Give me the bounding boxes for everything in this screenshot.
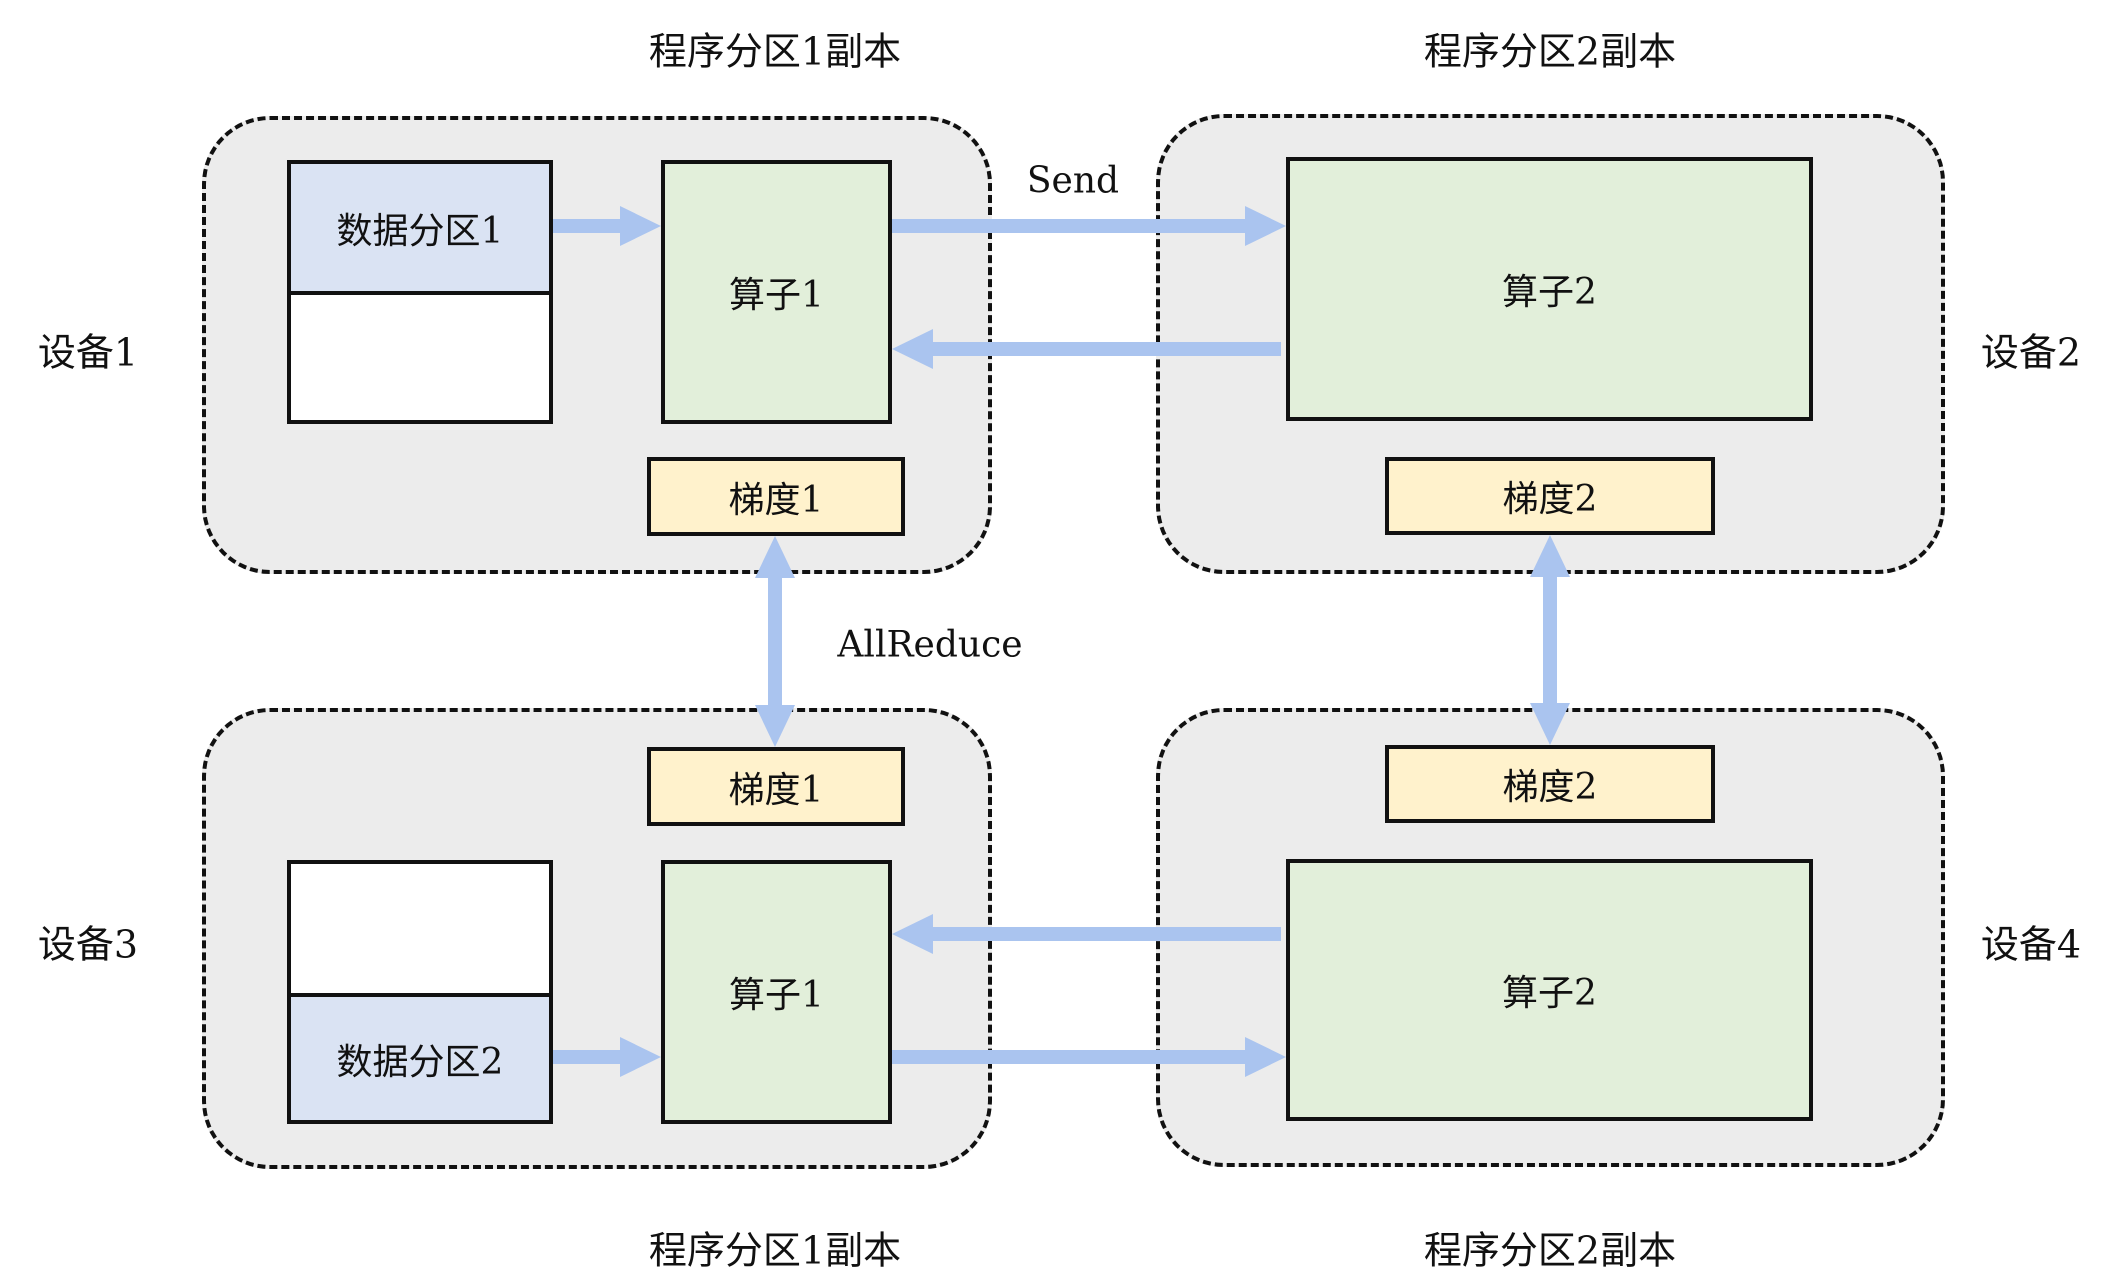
title-partition2-bottom: 程序分区2副本 [1423,1228,1677,1273]
operator-2-replica-label: 算子2 [1502,973,1597,1014]
data-partition-2: 数据分区2 [287,993,553,1124]
gradient-1-label: 梯度1 [728,479,824,521]
gradient-2-replica: 梯度2 [1385,745,1715,823]
operator-2-label: 算子2 [1502,272,1597,313]
operator-1-replica: 算子1 [661,860,892,1124]
allreduce-label: AllReduce [837,624,1023,666]
gradient-1-replica-label: 梯度1 [728,769,824,811]
data-partition-1: 数据分区1 [287,160,553,295]
title-partition2-top: 程序分区2副本 [1423,29,1677,74]
empty-data-slot [287,860,553,997]
gradient-2-replica-label: 梯度2 [1502,767,1598,808]
gradient-2-label: 梯度2 [1502,479,1598,520]
data-partition-2-label: 数据分区2 [336,1041,504,1083]
device-1-label: 设备1 [37,330,139,375]
gradient-1: 梯度1 [647,457,905,536]
device-2-label: 设备2 [1980,330,2082,375]
title-partition1-top: 程序分区1副本 [648,29,902,74]
empty-data-slot [287,291,553,424]
operator-1-replica-label: 算子1 [729,975,824,1016]
data-partition-1-label: 数据分区1 [336,210,504,252]
gradient-2: 梯度2 [1385,457,1715,535]
gradient-1-replica: 梯度1 [647,747,905,826]
operator-1: 算子1 [661,160,892,424]
operator-2: 算子2 [1286,157,1813,421]
title-partition1-bottom: 程序分区1副本 [648,1228,902,1273]
operator-2-replica: 算子2 [1286,859,1813,1121]
device-3-label: 设备3 [37,922,139,967]
operator-1-label: 算子1 [729,275,824,316]
device-4-label: 设备4 [1980,922,2082,967]
send-label: Send [1026,160,1120,202]
